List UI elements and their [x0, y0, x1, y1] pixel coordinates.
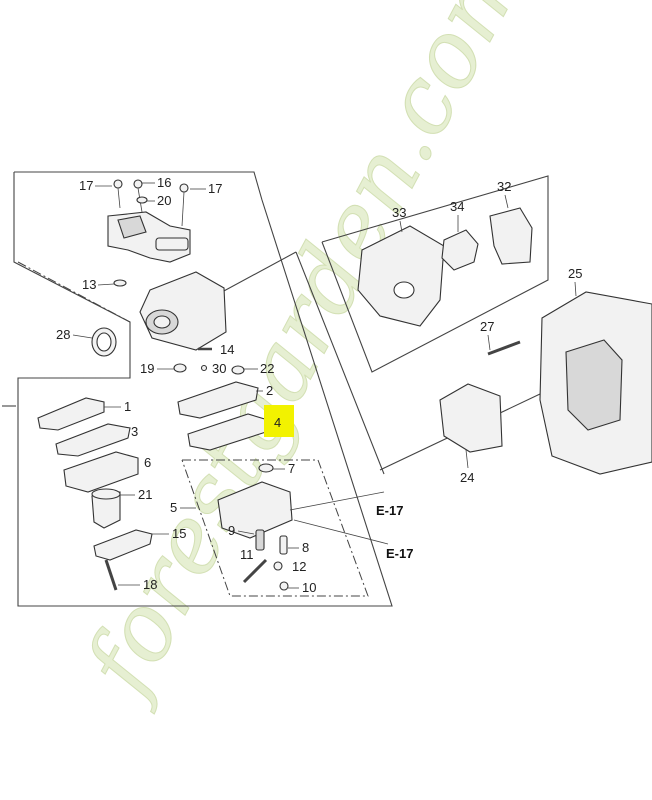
gasket-24 [439, 383, 503, 453]
callout-32[interactable]: 32 [497, 179, 511, 194]
watermark: forestgarden.com [62, 0, 548, 716]
screw-19 [173, 363, 187, 373]
callout-1[interactable]: 1 [124, 399, 131, 414]
ref-e17-upper[interactable]: E-17 [376, 503, 403, 518]
callout-5[interactable]: 5 [170, 500, 177, 515]
leader-33 [399, 220, 403, 233]
choke-lever [117, 215, 147, 239]
dashed-outline-inner [181, 459, 369, 597]
spacer-34 [441, 229, 479, 271]
callout-17b[interactable]: 17 [208, 181, 222, 196]
leader-9 [237, 530, 255, 535]
callout-16[interactable]: 16 [157, 175, 171, 190]
callout-8[interactable]: 8 [302, 540, 309, 555]
pin-30 [200, 364, 208, 372]
callout-20[interactable]: 20 [157, 193, 171, 208]
spring-9 [255, 529, 265, 551]
callout-labels: 17 16 17 20 13 28 14 19 30 22 1 2 4 3 6 … [56, 175, 582, 595]
choke-shaft [155, 237, 189, 251]
callout-25[interactable]: 25 [568, 266, 582, 281]
callout-3[interactable]: 3 [131, 424, 138, 439]
screw-17b [179, 183, 189, 193]
float-chamber-21-rim [91, 488, 121, 500]
screw-17b-shank [181, 191, 185, 227]
callout-21[interactable]: 21 [138, 487, 152, 502]
callout-2[interactable]: 2 [266, 383, 273, 398]
shaft-11 [242, 558, 268, 584]
leader-32 [504, 194, 509, 209]
callout-11[interactable]: 11 [240, 547, 254, 562]
gasket-frame [321, 175, 549, 373]
dashed-outline-top [17, 261, 131, 379]
page-references: E-17 E-17 [376, 503, 413, 561]
callout-14[interactable]: 14 [220, 342, 234, 357]
gasket-33-hole [393, 281, 415, 299]
gasket-15 [93, 529, 153, 561]
callout-6[interactable]: 6 [144, 455, 151, 470]
callout-7[interactable]: 7 [288, 461, 295, 476]
callout-13[interactable]: 13 [82, 277, 96, 292]
pin-8 [279, 535, 288, 555]
screw-16 [133, 179, 143, 189]
callout-28[interactable]: 28 [56, 327, 70, 342]
callout-9[interactable]: 9 [228, 523, 235, 538]
callout-15[interactable]: 15 [172, 526, 186, 541]
watermark-text: forestgarden.com [62, 0, 547, 716]
leader-25 [574, 281, 577, 297]
callout-17a[interactable]: 17 [79, 178, 93, 193]
screw-12 [273, 561, 283, 571]
seal-7 [258, 463, 274, 473]
engine-port [565, 339, 623, 431]
pump-body-5 [217, 481, 293, 539]
washer-20 [136, 196, 148, 204]
callout-19[interactable]: 19 [140, 361, 154, 376]
main-frame [13, 171, 393, 607]
gasket-stack [37, 347, 269, 591]
callout-24[interactable]: 24 [460, 470, 474, 485]
callout-22[interactable]: 22 [260, 361, 274, 376]
gasket-1 [37, 397, 105, 431]
callout-34[interactable]: 34 [450, 199, 464, 214]
leader-24 [465, 449, 469, 469]
pump-assembly [217, 463, 389, 591]
callout-10[interactable]: 10 [302, 580, 316, 595]
screw-17a-shank [117, 187, 121, 209]
venturi-inner [153, 315, 171, 329]
insulator-6 [63, 451, 139, 493]
gasket-33 [357, 225, 445, 327]
callout-18[interactable]: 18 [143, 577, 157, 592]
callout-33[interactable]: 33 [392, 205, 406, 220]
leader-27 [487, 334, 491, 351]
frames [2, 171, 549, 607]
bolt-27 [487, 340, 521, 356]
leader-28 [72, 334, 93, 339]
carburetor-body-upper [91, 179, 227, 357]
callout-30[interactable]: 30 [212, 361, 226, 376]
plate-32 [489, 207, 533, 265]
diaphragm-2 [177, 381, 259, 419]
ref-arrow-2 [293, 519, 389, 545]
carburetor-main-body [139, 271, 227, 351]
cap-22 [231, 365, 245, 375]
link-line-2 [295, 251, 385, 475]
bolt-18 [104, 559, 118, 591]
callout-12[interactable]: 12 [292, 559, 306, 574]
plate-3 [55, 423, 131, 457]
leader-13 [97, 283, 115, 286]
screw-17a [113, 179, 123, 189]
link-line-1 [221, 251, 297, 293]
ref-e17-lower[interactable]: E-17 [386, 546, 413, 561]
intake-parts [357, 207, 652, 475]
clip-13 [113, 279, 127, 287]
callout-27[interactable]: 27 [480, 319, 494, 334]
highlight-4 [264, 405, 294, 437]
o-ring-28-inner [96, 332, 112, 352]
screw-10 [279, 581, 289, 591]
callout-4[interactable]: 4 [274, 415, 281, 430]
ref-arrow-1 [289, 491, 385, 511]
